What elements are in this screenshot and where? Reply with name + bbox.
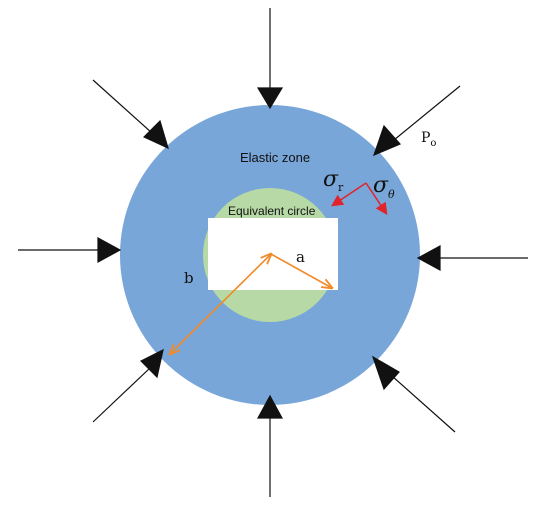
radius-a-label: a: [296, 248, 305, 266]
load-arrow-top-right: [372, 85, 461, 157]
sigma-r-arrow: [331, 182, 367, 207]
load-arrow-bottom-left: [92, 348, 164, 423]
opening-rectangle: [208, 218, 338, 290]
load-arrow-bottom-right: [371, 355, 456, 433]
load-arrows: [18, 8, 528, 497]
equivalent-circle-label: Equivalent circle: [228, 204, 316, 218]
elastic-zone-label: Elastic zone: [240, 150, 310, 165]
load-arrow-top-left: [92, 79, 169, 150]
load-arrow-bottom: [256, 394, 284, 497]
load-arrow-right: [416, 244, 528, 272]
sigma-r-label: σr: [323, 167, 344, 194]
radius-a-arrow: [270, 253, 332, 288]
sigma-theta-label: σθ: [373, 173, 395, 201]
load-arrow-left: [18, 236, 122, 264]
pressure-label: Po: [421, 130, 436, 149]
load-arrow-top: [256, 8, 284, 110]
radius-b-arrow: [170, 254, 271, 354]
sigma-theta-arrow: [365, 182, 388, 215]
radius-b-label: b: [184, 269, 194, 287]
